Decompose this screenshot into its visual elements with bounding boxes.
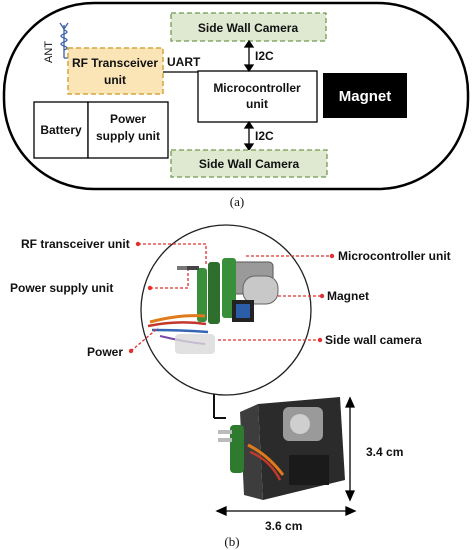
- mcu-label-line2: unit: [246, 97, 268, 111]
- width-label: 3.6 cm: [265, 519, 302, 533]
- width-dimension: [215, 505, 357, 517]
- side-wall-camera-top: Side Wall Camera: [170, 12, 327, 42]
- mcu-callout: Microcontroller unit: [338, 249, 451, 263]
- antenna-icon: [59, 22, 70, 59]
- mcu-label-line1: Microcontroller: [213, 81, 301, 95]
- device-cube-photo: [218, 397, 345, 500]
- camera-callout: Side wall camera: [325, 333, 422, 347]
- rf-label-line2: unit: [104, 73, 126, 87]
- magnet-callout: Magnet: [327, 289, 369, 303]
- psu-label-line1: Power: [110, 112, 146, 126]
- battery-label: Battery: [40, 123, 82, 137]
- rf-unit-callout: RF transceiver unit: [21, 237, 130, 251]
- magnet-label: Magnet: [339, 88, 392, 105]
- i2c-bottom-label: I2C: [255, 129, 274, 143]
- uart-label: UART: [167, 55, 201, 69]
- device-closeup-photo: [147, 258, 279, 354]
- psu-label-line2: supply unit: [96, 129, 160, 143]
- power-callout: Power: [87, 345, 123, 359]
- i2c-top-label: I2C: [255, 49, 274, 63]
- battery-block: Battery: [33, 101, 89, 159]
- rf-label-line1: RF Transceiver: [72, 56, 158, 70]
- rf-transceiver-block: RF Transceiver unit: [67, 47, 164, 95]
- caption-b: (b): [224, 534, 239, 549]
- rf-unit-leader: [138, 243, 207, 265]
- camera-bottom-label: Side Wall Camera: [199, 157, 300, 171]
- i2c-link-top: [243, 39, 255, 73]
- height-dimension: [344, 396, 356, 502]
- psu-leader: [150, 270, 189, 289]
- microcontroller-block: Microcontroller unit: [197, 70, 318, 123]
- i2c-link-bottom: [243, 120, 255, 152]
- psu-callout: Power supply unit: [10, 281, 113, 295]
- power-supply-block: Power supply unit: [87, 101, 169, 159]
- caption-a: (a): [230, 194, 244, 209]
- magnet-block: Magnet: [323, 73, 407, 118]
- height-label: 3.4 cm: [366, 445, 403, 459]
- camera-top-label: Side Wall Camera: [198, 21, 299, 35]
- side-wall-camera-bottom: Side Wall Camera: [170, 149, 328, 178]
- power-leader: [130, 327, 159, 352]
- antenna-label: ANT: [43, 41, 55, 63]
